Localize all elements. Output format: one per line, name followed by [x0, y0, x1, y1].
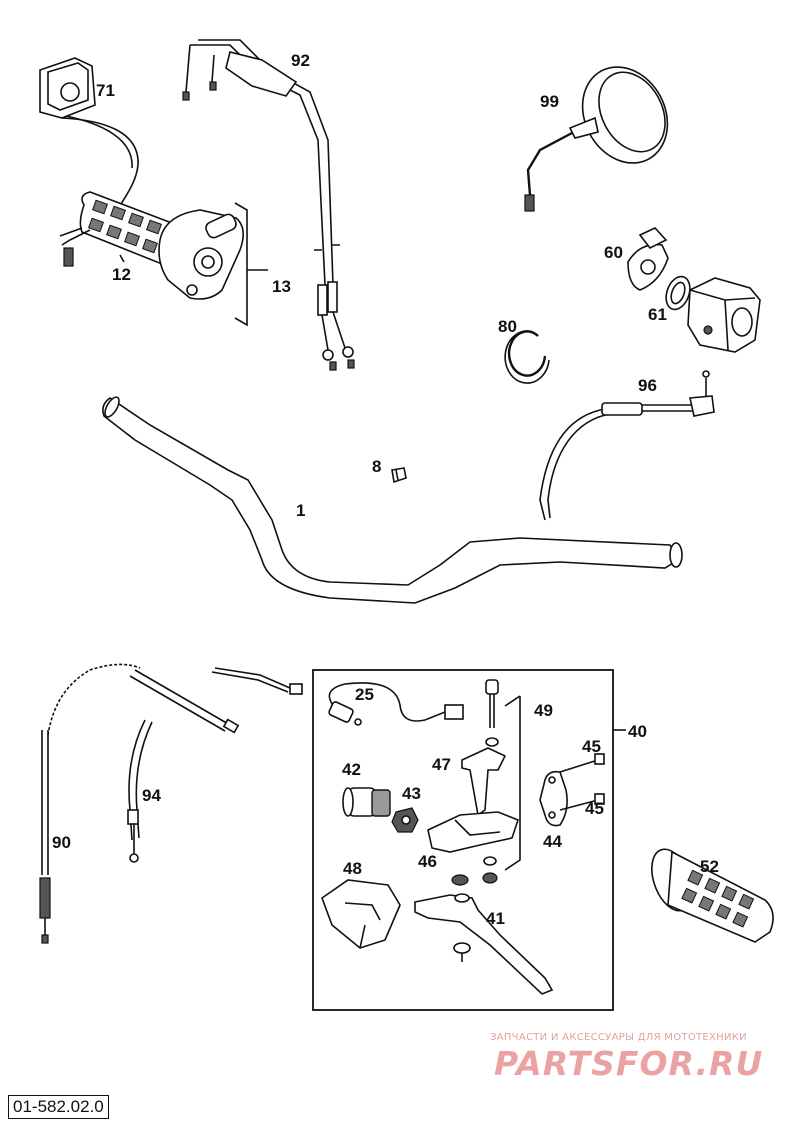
part-61-washer	[665, 275, 691, 311]
part-13-throttle-housing	[158, 202, 268, 327]
part-1-handlebar	[102, 396, 683, 604]
part-45-bolts	[559, 753, 605, 811]
label-45-bottom: 45	[585, 799, 604, 818]
label-52: 52	[700, 857, 719, 876]
watermark-tagline: ЗАПЧАСТИ И АКСЕССУАРЫ ДЛЯ МОТОТЕХНИКИ	[490, 1032, 747, 1043]
label-60: 60	[604, 243, 623, 262]
label-96: 96	[638, 376, 657, 395]
part-49-bolt	[485, 679, 521, 871]
label-48: 48	[343, 859, 362, 878]
label-40: 40	[628, 722, 647, 741]
label-47: 47	[432, 755, 451, 774]
part-42-reservoir	[342, 787, 391, 817]
label-99: 99	[540, 92, 559, 111]
part-90-clutch-cable	[39, 663, 141, 944]
part-41-brake-lever	[414, 874, 554, 995]
part-94-cable	[127, 667, 303, 863]
part-43-cap	[391, 807, 419, 833]
label-80: 80	[498, 317, 517, 336]
part-96-cable	[539, 370, 715, 521]
label-8: 8	[372, 457, 381, 476]
label-43: 43	[402, 784, 421, 803]
part-80-circlip	[504, 330, 550, 384]
label-45-top: 45	[582, 737, 601, 756]
part-25-sensor	[328, 682, 464, 726]
label-46: 46	[418, 852, 437, 871]
part-61-switch-housing	[687, 277, 761, 353]
part-47-bracket	[461, 747, 507, 817]
part-40-frame	[312, 669, 614, 1011]
label-90: 90	[52, 833, 71, 852]
label-92: 92	[291, 51, 310, 70]
label-61: 61	[648, 305, 667, 324]
part-71-throttle-cover	[39, 57, 139, 211]
label-49: 49	[534, 701, 553, 720]
part-52-grip	[651, 848, 774, 943]
part-8-clip	[391, 467, 407, 484]
part-92-throttle-cables	[182, 39, 355, 371]
diagram-code: 01-582.02.0	[8, 1095, 109, 1119]
label-71: 71	[96, 81, 115, 100]
label-12: 12	[112, 265, 131, 284]
label-13: 13	[272, 277, 291, 296]
part-46-master-cylinder	[427, 811, 519, 884]
label-41: 41	[486, 909, 505, 928]
watermark-logo: PARTSFOR.RU	[494, 1044, 764, 1083]
part-labels: 71 92 99 12 13 60 61 80 96 8 1 25 49 40 …	[52, 51, 719, 928]
part-48-cover	[321, 879, 401, 949]
part-44-clamp	[539, 770, 568, 827]
label-42: 42	[342, 760, 361, 779]
label-25: 25	[355, 685, 374, 704]
part-99-mirror	[524, 66, 669, 212]
part-60-switch-ring	[627, 227, 669, 291]
label-1: 1	[296, 501, 305, 520]
label-44: 44	[543, 832, 562, 851]
label-94: 94	[142, 786, 161, 805]
